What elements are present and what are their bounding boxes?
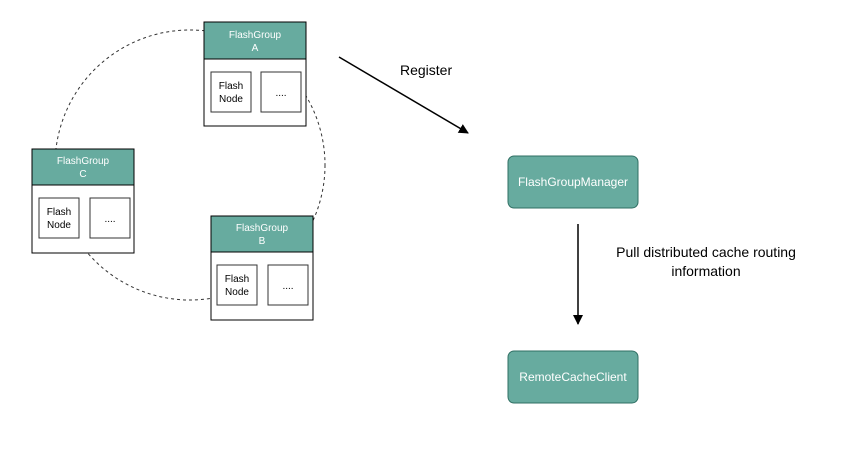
flash-group-b-flash-node-line2: Node	[225, 287, 249, 298]
flash-group-c-flash-node-line1: Flash	[47, 207, 71, 218]
flash-group-c-header	[31, 148, 135, 186]
pull-label-line2: information	[671, 263, 740, 279]
flash-group-a-more-label: ....	[275, 88, 286, 99]
flash-group-manager-label: FlashGroupManager	[518, 175, 628, 189]
flash-group-b: FlashGroup B Flash Node ....	[210, 215, 314, 321]
pull-label-line1: Pull distributed cache routing	[616, 244, 796, 260]
flash-group-ring	[54, 29, 326, 301]
register-arrow	[338, 56, 469, 134]
remote-cache-client: RemoteCacheClient	[507, 350, 639, 404]
flash-group-c: FlashGroup C Flash Node ....	[31, 148, 135, 254]
flash-group-b-flash-node	[216, 264, 258, 306]
flash-group-b-more-label: ....	[282, 281, 293, 292]
flash-group-c-title-line2: C	[79, 169, 86, 180]
flash-group-c-more-label: ....	[104, 214, 115, 225]
flash-group-b-title-line1: FlashGroup	[236, 223, 289, 234]
flash-group-manager-box	[507, 155, 639, 209]
flash-group-a-header	[203, 21, 307, 60]
flash-group-b-more-node	[267, 264, 309, 306]
flash-group-c-flash-node-line2: Node	[47, 220, 71, 231]
flash-group-a-title-line2: A	[252, 43, 259, 54]
remote-cache-client-label: RemoteCacheClient	[519, 370, 627, 384]
remote-cache-client-box	[507, 350, 639, 404]
flash-group-b-flash-node-line1: Flash	[225, 274, 249, 285]
flash-group-c-flash-node	[38, 197, 80, 239]
flash-group-a-title-line1: FlashGroup	[229, 30, 282, 41]
flash-group-a-more-node	[260, 71, 302, 113]
flash-group-b-title-line2: B	[259, 236, 266, 247]
register-label: Register	[400, 62, 452, 78]
flash-group-a-flash-node-line2: Node	[219, 94, 243, 105]
flash-group-a-flash-node-line1: Flash	[219, 81, 243, 92]
flash-group-b-header	[210, 215, 314, 253]
flash-group-c-more-node	[89, 197, 131, 239]
flash-group-a: FlashGroup A Flash Node ....	[203, 21, 307, 127]
flash-group-c-title-line1: FlashGroup	[57, 156, 110, 167]
flash-group-a-flash-node	[210, 71, 252, 113]
flash-group-manager: FlashGroupManager	[507, 155, 639, 209]
